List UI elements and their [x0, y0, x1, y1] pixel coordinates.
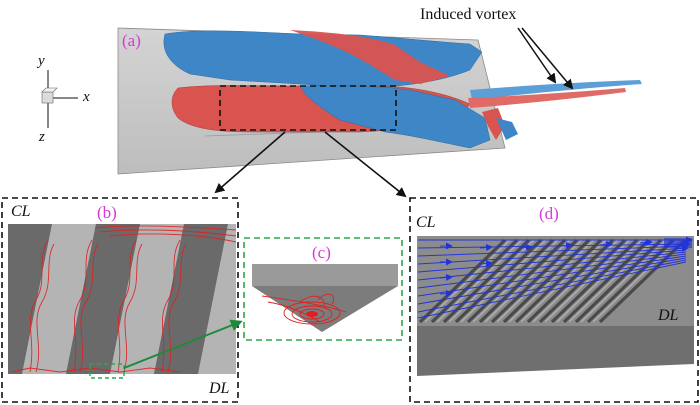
wake-debris	[482, 108, 505, 140]
panel-c-label: (c)	[312, 243, 331, 262]
panel-b-label: (b)	[97, 203, 117, 222]
induced-vortex-blue-filament	[470, 80, 642, 100]
axis-y-label: y	[38, 53, 45, 69]
panel-d-label: (d)	[539, 204, 559, 223]
panel-b	[1, 197, 243, 403]
panel-c	[243, 237, 403, 341]
panel-a	[41, 27, 642, 198]
riblet-grooves	[8, 224, 236, 374]
zoom-arrow-to-b	[214, 131, 286, 194]
panel-b-dl-label: DL	[209, 380, 230, 397]
panel-d-dl-label: DL	[658, 307, 679, 324]
panel-c-groove	[252, 286, 398, 332]
panel-d-plate-front	[417, 326, 694, 376]
inset-marker-box	[89, 363, 125, 379]
induced-vortex-red-filament	[468, 88, 626, 108]
panel-a-label: (a)	[122, 31, 141, 50]
axis-x-label: x	[83, 89, 90, 105]
panel-b-cl-label: CL	[11, 203, 31, 220]
panel-d	[409, 197, 699, 403]
vortex-pointer-1	[517, 27, 557, 84]
zoom-arrow-to-c	[123, 319, 243, 369]
wake-debris-blue	[496, 118, 518, 140]
streamline-cluster	[664, 238, 692, 248]
riblet-slots	[418, 238, 687, 324]
red-iso-surface-upper	[290, 30, 450, 84]
coordinate-axes	[41, 70, 78, 128]
vortex-core	[306, 311, 318, 317]
blue-streamlines	[417, 236, 693, 319]
axis-z-label: z	[39, 129, 45, 145]
induced-vortex-label: Induced vortex	[420, 6, 517, 23]
panel-c-top-surface	[252, 264, 398, 286]
vortex-core-streamlines	[261, 293, 347, 325]
axis-origin-cube	[41, 91, 54, 104]
vortex-pointer-2	[521, 27, 574, 90]
red-streamlines	[11, 225, 237, 373]
zoom-arrow-to-d	[324, 131, 407, 198]
panel-d-cl-label: CL	[416, 214, 436, 231]
